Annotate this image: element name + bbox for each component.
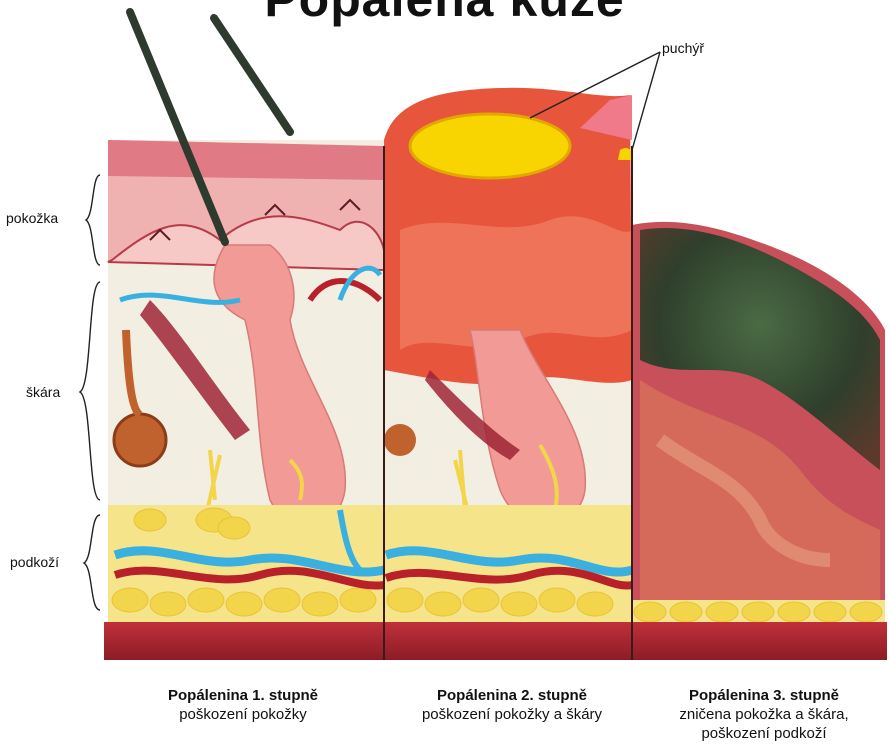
label-subcutis: podkoží	[10, 554, 59, 570]
label-dermis: škára	[26, 384, 60, 400]
panel-first-degree	[104, 12, 386, 660]
label-blister: puchýř	[662, 40, 704, 56]
caption-second-line1: poškození pokožky a škáry	[392, 705, 632, 724]
caption-second-heading: Popálenina 2. stupně	[392, 686, 632, 705]
caption-second-degree: Popálenina 2. stupně poškození pokožky a…	[392, 686, 632, 724]
caption-first-heading: Popálenina 1. stupně	[118, 686, 368, 705]
panel-third-degree	[632, 146, 887, 660]
layer-brackets	[80, 175, 100, 610]
caption-third-heading: Popálenina 3. stupně	[644, 686, 884, 705]
caption-third-line2: poškození podkoží	[644, 724, 884, 743]
panel-second-degree	[382, 88, 634, 660]
label-epidermis: pokožka	[6, 210, 58, 226]
caption-third-line1: zničena pokožka a škára,	[644, 705, 884, 724]
caption-first-degree: Popálenina 1. stupně poškození pokožky	[118, 686, 368, 724]
caption-third-degree: Popálenina 3. stupně zničena pokožka a š…	[644, 686, 884, 743]
caption-first-line1: poškození pokožky	[118, 705, 368, 724]
